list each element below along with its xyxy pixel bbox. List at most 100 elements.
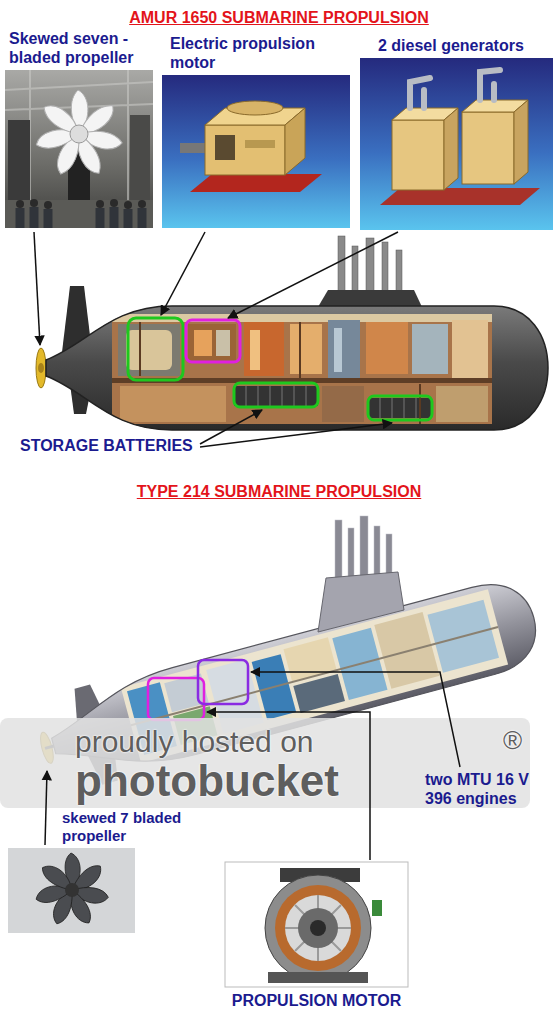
propeller-photo (130, 115, 150, 200)
amur-submarine (36, 236, 548, 430)
photo-panel: Skewed seven -bladed propeller (5, 70, 153, 228)
amur-submarine (126, 330, 172, 370)
type214-submarine (374, 526, 380, 578)
section-heading: TYPE 214 SUBMARINE PROPULSION (0, 482, 558, 501)
leader-line (45, 771, 47, 845)
motor-cutaway (225, 862, 408, 987)
generator-render (360, 58, 553, 230)
type214-submarine (335, 516, 392, 582)
propeller-photo (8, 120, 30, 200)
motor-cutaway (298, 908, 338, 948)
amur-submarine (234, 386, 318, 406)
motor-render (285, 108, 305, 175)
leader-line (34, 232, 398, 447)
propeller-photo (44, 201, 52, 209)
amur-submarine (112, 314, 492, 424)
propeller-photo (8, 848, 135, 933)
amur-submarine (216, 330, 230, 356)
motor-cutaway (265, 875, 371, 981)
propeller-photo (5, 70, 153, 228)
highlight-outline (148, 678, 204, 720)
motor-render (227, 101, 283, 115)
propeller-photo (96, 208, 105, 228)
watermark: photobucket (75, 758, 339, 804)
motor-render (162, 75, 350, 228)
propeller-photo (5, 200, 153, 228)
diagram-title: AMUR 1650 SUBMARINE PROPULSION (0, 8, 558, 27)
motor-cutaway (225, 862, 408, 987)
part-label: two MTU 16 V 396 engines (425, 770, 553, 808)
leader-line (228, 232, 398, 318)
motor-cutaway (310, 920, 326, 936)
propeller-photo (8, 848, 135, 933)
photo-panel: Electric propulsion motor (162, 75, 350, 228)
amur-submarine (290, 324, 322, 374)
amur-submarine (452, 320, 488, 378)
heading-slot: Skewed seven -bladed propeller (9, 29, 159, 67)
amur-submarine (36, 348, 46, 388)
amur-submarine (382, 242, 388, 292)
highlight-outline (148, 660, 248, 720)
part-label: 2 diesel generators (378, 36, 553, 55)
title-slot: AMUR 1650 SUBMARINE PROPULSION (0, 8, 558, 27)
part-label: PROPULSION MOTOR (225, 991, 408, 1010)
generator-render (410, 70, 500, 108)
heading-slot: skewed 7 bladed propeller (62, 809, 212, 845)
propeller-photo (110, 199, 118, 207)
amur-submarine (46, 306, 548, 430)
propeller-photo (34, 90, 123, 178)
highlight-outline (128, 318, 432, 420)
type214-submarine (348, 528, 354, 582)
highlight-outline (186, 320, 240, 362)
propeller-photo (44, 209, 53, 228)
part-label: skewed 7 bladed propeller (62, 809, 212, 845)
part-label: STORAGE BATTERIES (20, 436, 193, 455)
heading-slot: 2 diesel generators (378, 36, 553, 55)
part-label: Electric propulsion motor (170, 34, 350, 72)
amur-submarine (436, 386, 488, 422)
label-slot: TYPE 214 SUBMARINE PROPULSION (0, 482, 558, 501)
generator-render (514, 100, 528, 184)
propeller-photo (16, 207, 147, 228)
amur-submarine (318, 290, 422, 307)
label-slot: photobucket (75, 758, 339, 804)
propeller-photo (96, 200, 104, 208)
amur-submarine (112, 314, 492, 424)
propeller-photo (5, 70, 153, 228)
motor-render (190, 174, 322, 192)
leader-line (200, 423, 392, 447)
amur-submarine (366, 322, 408, 374)
amur-submarine (334, 328, 342, 372)
amur-submarine (244, 322, 284, 376)
watermark: proudly hosted on (75, 726, 314, 758)
label-slot: ® (503, 726, 522, 754)
amur-submarine (412, 324, 448, 374)
generator-render (380, 188, 540, 205)
highlight-outline (368, 396, 432, 420)
generator-render (360, 58, 553, 230)
leader-line (161, 232, 205, 315)
highlight-outline (128, 318, 183, 380)
watermark: ® (503, 726, 522, 754)
amur-submarine (188, 324, 236, 362)
motor-render (245, 140, 275, 148)
propeller-photo (30, 199, 38, 207)
propeller-photo (124, 201, 132, 209)
propeller-photo (16, 208, 25, 228)
type214-submarine (283, 637, 336, 682)
propeller-photo (30, 207, 39, 228)
motor-cutaway (285, 895, 351, 961)
generator-render (462, 112, 514, 184)
highlight-outline (198, 660, 248, 704)
photo-panel: PROPULSION MOTOR (225, 862, 408, 987)
motor-cutaway (372, 900, 382, 916)
amur-submarine (396, 250, 402, 292)
generator-render (444, 108, 458, 190)
motor-cutaway (268, 972, 368, 983)
amur-submarine (322, 386, 364, 422)
amur-submarine (194, 330, 212, 356)
leader-line (200, 410, 262, 444)
amur-submarine (328, 320, 360, 378)
